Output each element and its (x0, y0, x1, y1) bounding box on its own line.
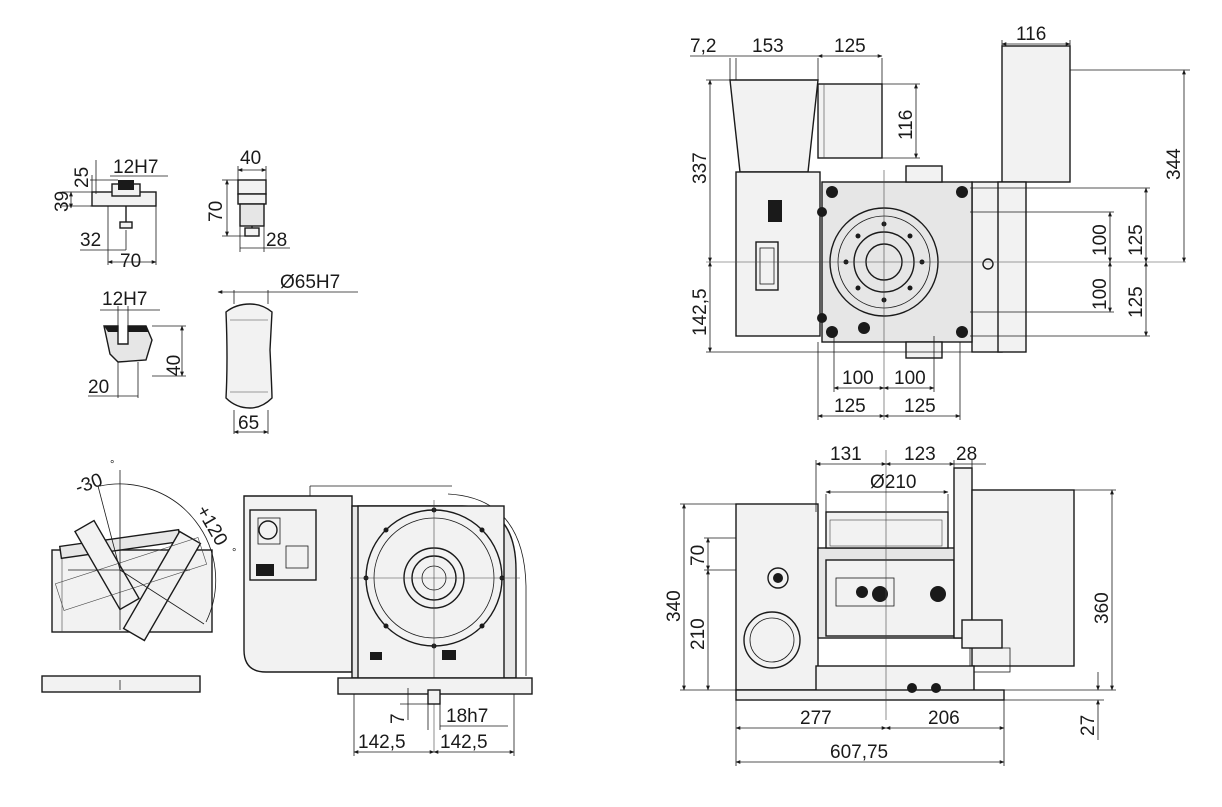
dim-7-2: 7,2 (690, 36, 716, 57)
t-slot-top-detail: 25 12H7 39 32 70 (52, 157, 168, 272)
dim-607-75: 607,75 (830, 742, 888, 763)
dim-277: 277 (800, 708, 832, 729)
dim-125-left: 125 (834, 396, 866, 417)
dim-18h7: 18h7 (446, 706, 488, 727)
front-view: 7 18h7 142,5 142,5 (243, 485, 533, 756)
dim-100-right: 100 (894, 368, 926, 389)
dim-142-5-top: 142,5 (690, 288, 711, 336)
dim-142-5-left: 142,5 (358, 732, 406, 753)
dim-116-top: 116 (1016, 24, 1046, 45)
dim-40-nut: 40 (240, 148, 261, 169)
dim-125-right: 125 (904, 396, 936, 417)
dim-360: 360 (1092, 592, 1113, 624)
degree-sign-1: ° (110, 459, 114, 471)
dim-70-top: 70 (120, 251, 141, 272)
dim-100-lower: 100 (1090, 278, 1111, 310)
dim-40-section: 40 (164, 355, 185, 376)
dim-125-lower: 125 (1126, 286, 1147, 318)
t-nut-detail: 40 70 28 (206, 148, 290, 252)
dim-116-side: 116 (896, 110, 917, 140)
top-view: 7,2 153 125 116 116 337 344 142,5 100 12… (690, 24, 1190, 420)
dim-70-nut: 70 (206, 201, 227, 222)
dim-100-upper: 100 (1090, 224, 1111, 256)
dim-206: 206 (928, 708, 960, 729)
dim-100-left: 100 (842, 368, 874, 389)
t-slot-section: 12H7 40 20 (88, 289, 186, 398)
dim-32: 32 (80, 230, 101, 251)
dim-340: 340 (664, 590, 685, 622)
dim-70-side: 70 (688, 545, 709, 566)
dim-153: 153 (752, 36, 784, 57)
dim-210-side: 210 (688, 618, 709, 650)
dim-12h7-section: 12H7 (102, 289, 147, 310)
dim-28-nut: 28 (266, 230, 287, 251)
dim-27: 27 (1078, 715, 1099, 736)
dim-125-upper: 125 (1126, 224, 1147, 256)
dim-65: 65 (238, 413, 259, 434)
dim-28-side: 28 (956, 444, 977, 465)
bore-plug: Ø65H7 65 (217, 272, 358, 434)
dim-25: 25 (72, 167, 93, 188)
dim-142-5-right: 142,5 (440, 732, 488, 753)
dim-210-diameter: Ø210 (870, 472, 916, 493)
dim-337: 337 (690, 152, 711, 184)
dim-39: 39 (52, 191, 73, 212)
side-view: 131 123 28 Ø210 70 340 210 360 277 206 2… (664, 444, 1116, 766)
dim-20-section: 20 (88, 377, 109, 398)
dim-65h7: Ø65H7 (280, 272, 340, 293)
dim-125-top: 125 (834, 36, 866, 57)
dim-123: 123 (904, 444, 936, 465)
tilt-range-diagram: -30 ° +120 ° (41, 459, 236, 693)
dim-7-front: 7 (388, 713, 409, 724)
degree-sign-2: ° (232, 547, 236, 559)
dim-12h7-top: 12H7 (113, 157, 158, 178)
dim-344: 344 (1164, 148, 1185, 180)
dim-131: 131 (830, 444, 862, 465)
